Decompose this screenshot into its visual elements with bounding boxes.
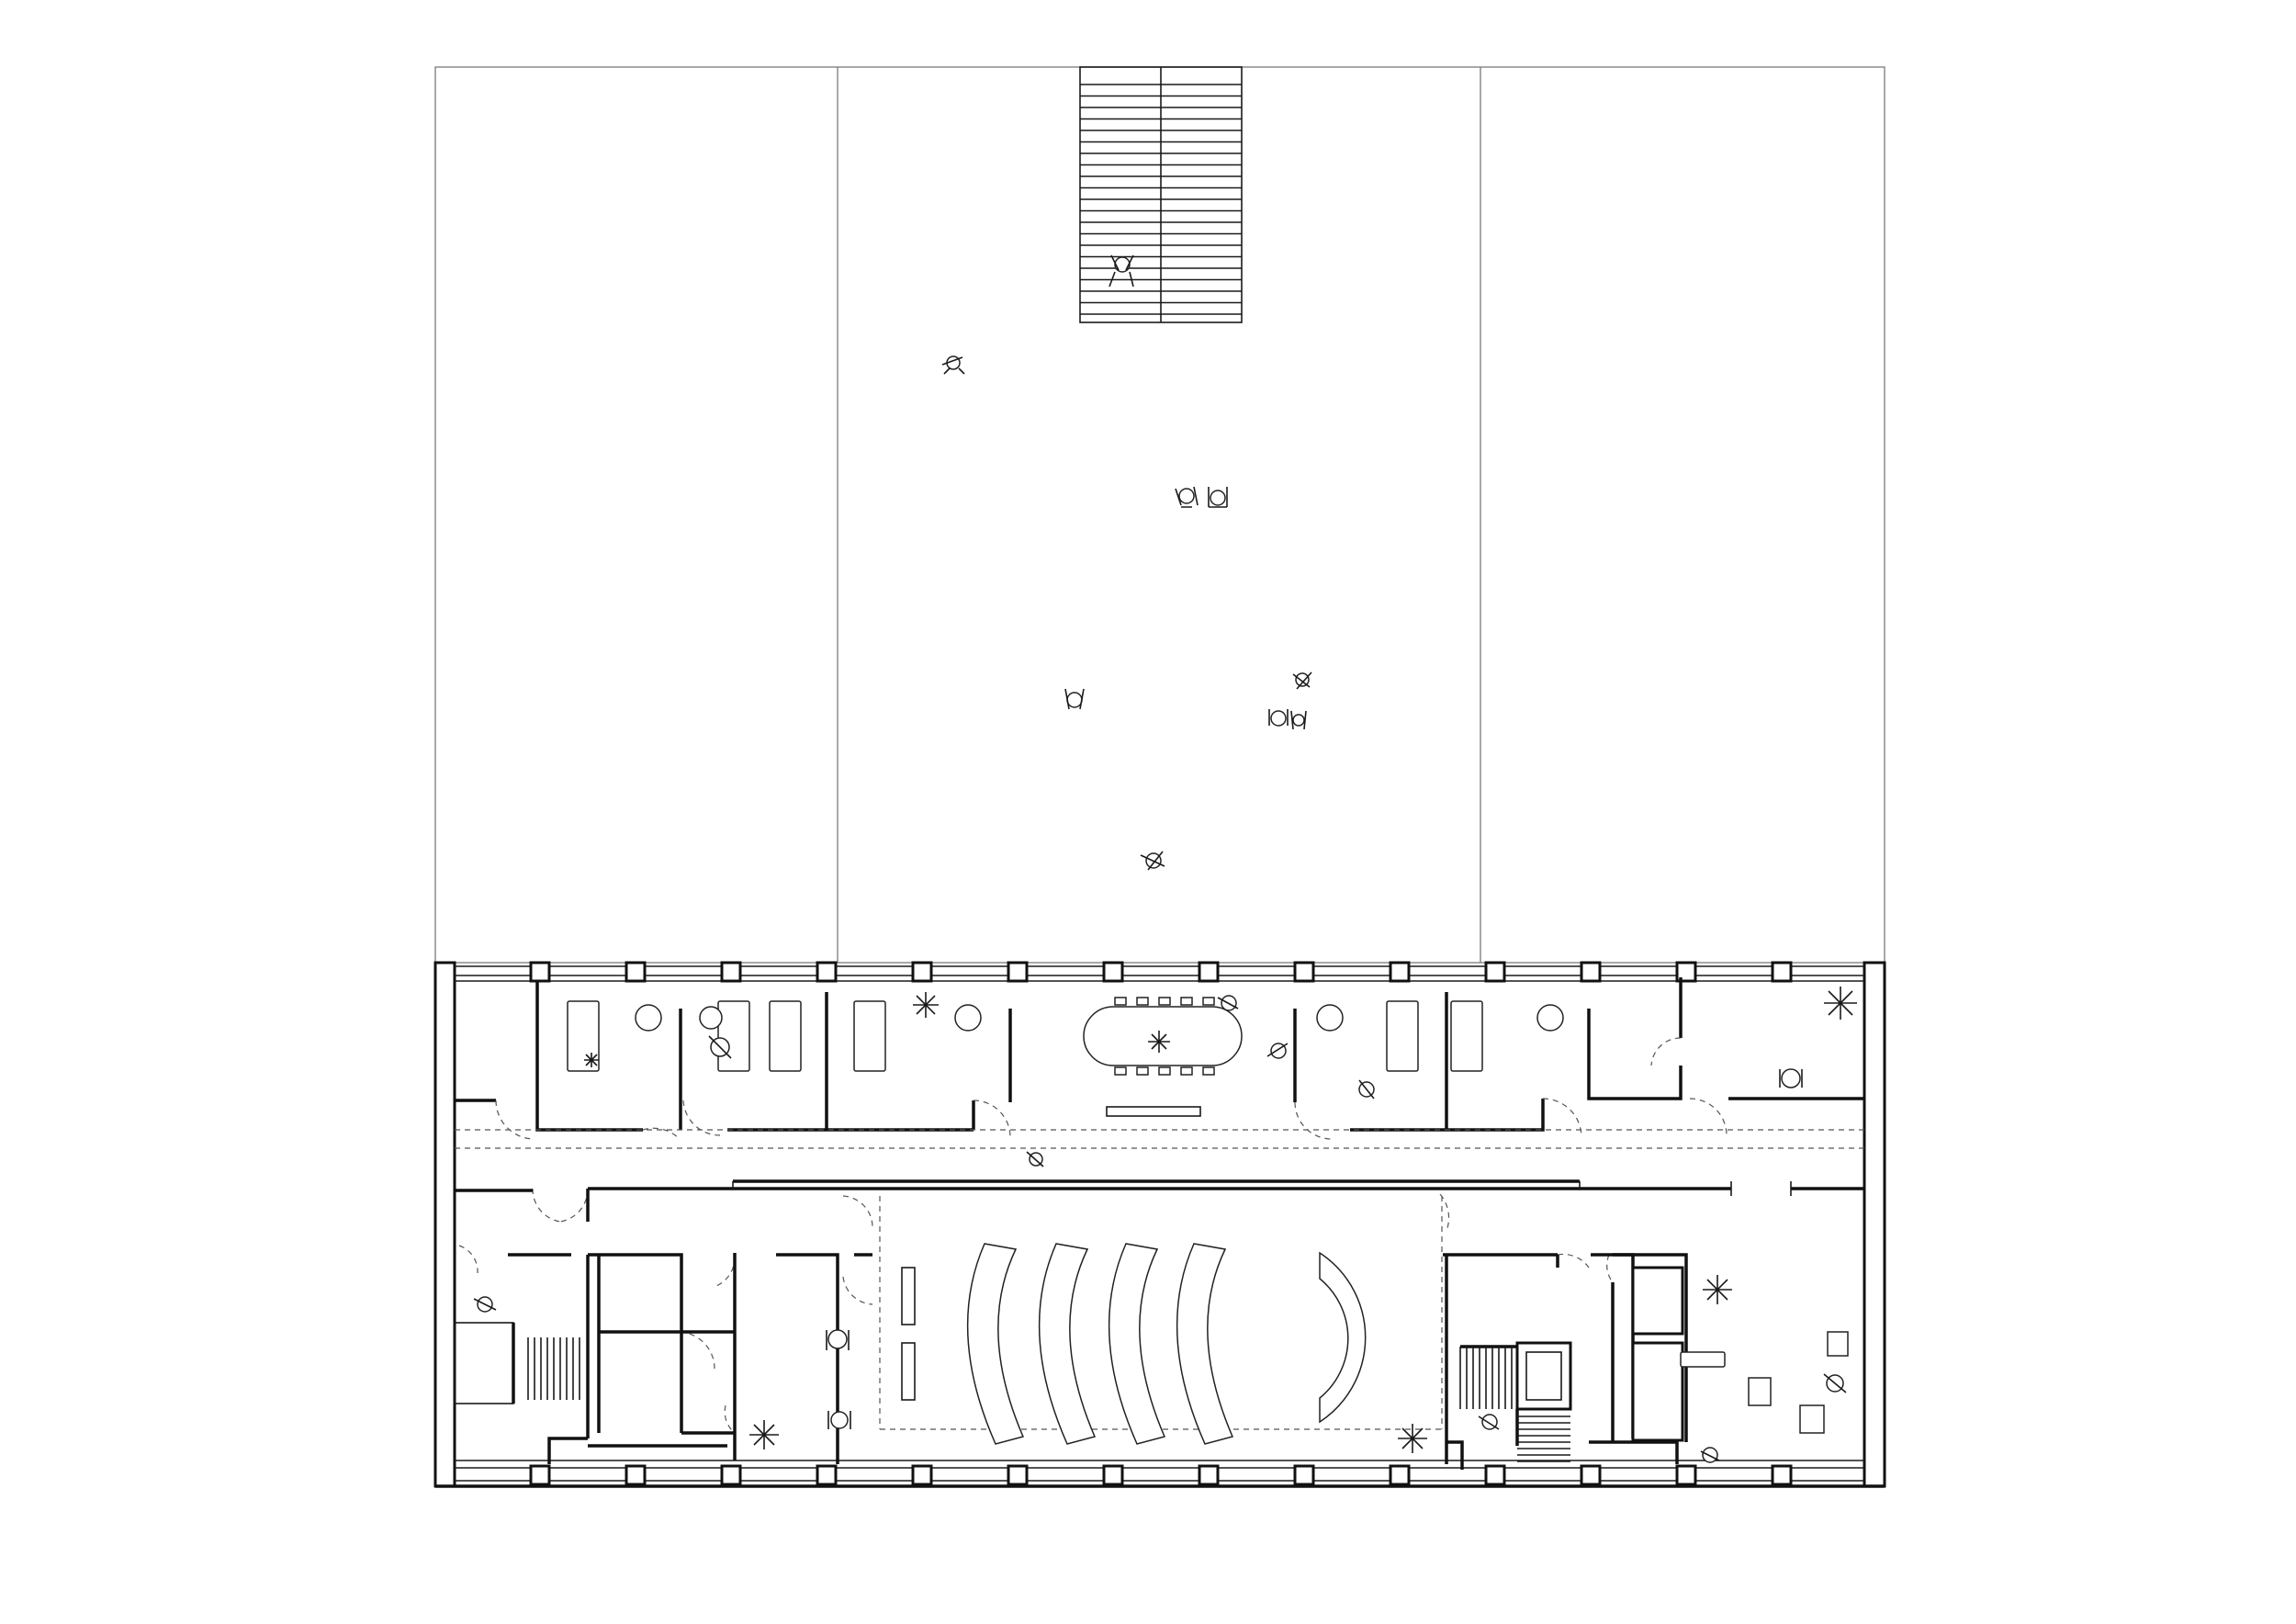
chair — [1202, 997, 1215, 1006]
column — [1389, 961, 1411, 983]
chair — [1136, 997, 1149, 1006]
plant-icon — [584, 1053, 599, 1067]
chair — [1136, 1066, 1149, 1076]
column — [1007, 961, 1029, 983]
top-columns — [529, 961, 1793, 983]
column — [1389, 1464, 1411, 1486]
chair — [1114, 997, 1127, 1006]
left-stair-treads — [527, 1337, 580, 1400]
chair — [1180, 997, 1193, 1006]
column — [1293, 961, 1315, 983]
plant-icon — [1824, 987, 1857, 1020]
chair — [1158, 997, 1171, 1006]
plant-icon — [1398, 1424, 1427, 1453]
person-figure — [1700, 1447, 1720, 1463]
person-figure — [473, 1296, 497, 1313]
column — [1198, 1464, 1220, 1486]
column — [1580, 961, 1602, 983]
column — [1580, 1464, 1602, 1486]
column — [911, 1464, 933, 1486]
right-stair-treads — [1459, 1347, 1570, 1462]
column — [1102, 1464, 1124, 1486]
person-figure — [826, 1329, 850, 1350]
person-figure — [1064, 688, 1085, 710]
column — [625, 1464, 647, 1486]
curved-seating-rows — [966, 1243, 1367, 1445]
building-envelope — [433, 961, 1886, 1488]
person-figure — [1266, 1043, 1289, 1059]
column — [1771, 1464, 1793, 1486]
people-interior — [473, 995, 1847, 1463]
person-figure — [1175, 486, 1199, 508]
column — [529, 961, 551, 983]
column — [720, 1464, 742, 1486]
person-figure — [1290, 710, 1307, 730]
column — [1198, 961, 1220, 983]
column — [1293, 1464, 1315, 1486]
people-open-area — [941, 254, 1312, 871]
corridor-spine — [455, 1179, 1864, 1222]
bottom-columns — [529, 1464, 1793, 1486]
doors — [455, 1037, 1864, 1434]
office-furniture — [567, 1000, 1849, 1434]
person-figure — [708, 1035, 732, 1059]
column — [816, 1464, 838, 1486]
column — [1675, 1464, 1697, 1486]
lower-left-core — [454, 1253, 737, 1464]
grand-stair — [1079, 66, 1243, 323]
person-figure — [1478, 1414, 1500, 1430]
auditorium-hall — [776, 1196, 1558, 1464]
chair — [1202, 1066, 1215, 1076]
plant-icon — [749, 1420, 779, 1449]
column — [1484, 1464, 1506, 1486]
meeting-chairs — [1114, 997, 1215, 1076]
plants — [584, 987, 1857, 1453]
column — [911, 961, 933, 983]
person-figure — [1823, 1373, 1847, 1393]
person-figure — [827, 1411, 851, 1429]
chair — [1158, 1066, 1171, 1076]
column — [1484, 961, 1506, 983]
column — [720, 961, 742, 983]
plant-icon — [913, 992, 939, 1018]
column — [1007, 1464, 1029, 1486]
column — [1675, 961, 1697, 983]
column — [625, 961, 647, 983]
plant-icon — [1148, 1031, 1170, 1053]
chair — [1114, 1066, 1127, 1076]
column — [529, 1464, 551, 1486]
person-figure — [1026, 1151, 1044, 1167]
column — [816, 961, 838, 983]
column — [1771, 961, 1793, 983]
person-figure — [1358, 1079, 1375, 1100]
chair — [1180, 1066, 1193, 1076]
person-figure — [1292, 671, 1312, 690]
person-figure — [1208, 487, 1228, 508]
person-figure — [941, 355, 965, 375]
person-figure — [1217, 995, 1239, 1011]
person-figure — [1109, 254, 1134, 288]
plant-icon — [1703, 1275, 1732, 1304]
column — [1102, 961, 1124, 983]
person-figure — [1268, 709, 1289, 727]
lower-right-core — [1445, 1253, 1688, 1470]
person-figure — [1140, 851, 1165, 871]
person-figure — [1779, 1068, 1803, 1088]
